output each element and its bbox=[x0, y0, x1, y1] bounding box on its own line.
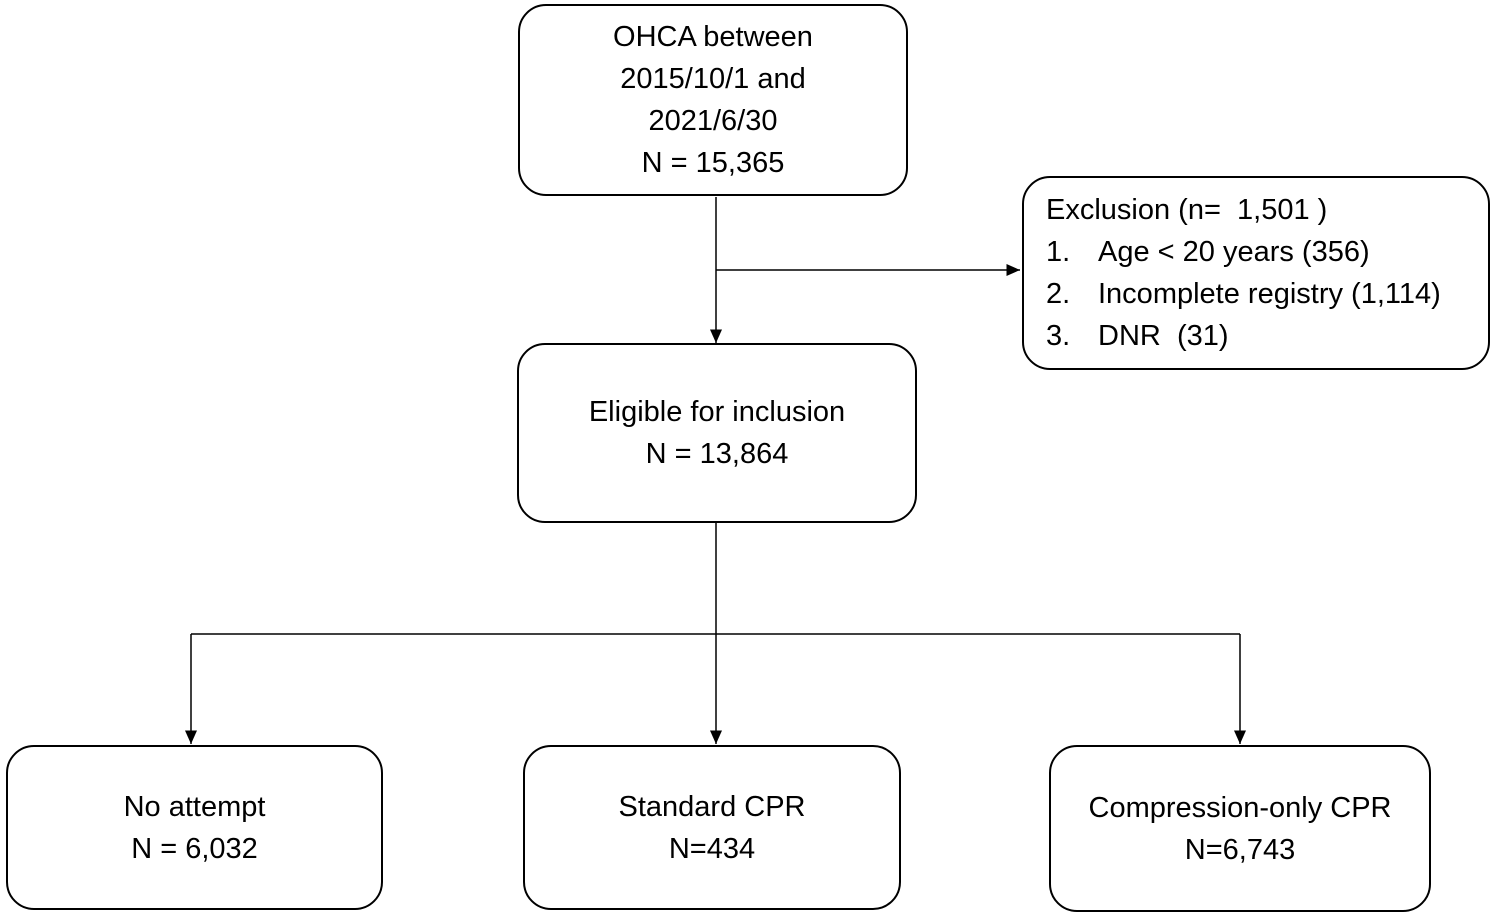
box-eligible-count: N = 13,864 bbox=[645, 438, 789, 470]
exclusion-item-number: 2. bbox=[1046, 278, 1071, 310]
box-standard-cpr-count: N=434 bbox=[668, 832, 756, 865]
box-eligible: Eligible for inclusion N = 13,864 bbox=[517, 343, 917, 523]
box-ohca-count: N = 15,365 bbox=[641, 147, 785, 179]
box-eligible-line: Eligible for inclusion bbox=[588, 396, 846, 428]
exclusion-item-text: DNR (31) bbox=[1098, 320, 1229, 352]
box-ohca-line: OHCA between bbox=[613, 21, 813, 53]
box-standard-cpr-line: Standard CPR bbox=[618, 790, 806, 823]
box-ohca-line: 2015/10/1 and bbox=[620, 63, 806, 95]
exclusion-item-text: Age < 20 years (356) bbox=[1098, 236, 1370, 268]
box-exclusion: Exclusion (n= 1,501 ) 1. Age < 20 years … bbox=[1022, 176, 1490, 370]
box-compression-only-cpr-count: N=6,743 bbox=[1184, 833, 1296, 866]
box-compression-only-cpr: Compression-only CPR N=6,743 bbox=[1049, 745, 1431, 912]
box-no-attempt: No attempt N = 6,032 bbox=[6, 745, 383, 910]
exclusion-item-number: 3. bbox=[1046, 320, 1071, 352]
box-no-attempt-count: N = 6,032 bbox=[131, 832, 258, 865]
box-ohca-line: 2021/6/30 bbox=[648, 105, 778, 137]
exclusion-item: 3. DNR (31) bbox=[1046, 315, 1229, 357]
exclusion-item-text: Incomplete registry (1,114) bbox=[1098, 278, 1441, 310]
exclusion-title: Exclusion (n= 1,501 ) bbox=[1046, 194, 1328, 226]
box-compression-only-cpr-line: Compression-only CPR bbox=[1088, 791, 1392, 824]
exclusion-item-number: 1. bbox=[1046, 236, 1071, 268]
box-no-attempt-line: No attempt bbox=[123, 790, 266, 823]
box-ohca: OHCA between 2015/10/1 and 2021/6/30 N =… bbox=[518, 4, 908, 196]
exclusion-item: 1. Age < 20 years (356) bbox=[1046, 231, 1370, 273]
exclusion-item: 2. Incomplete registry (1,114) bbox=[1046, 273, 1441, 315]
box-standard-cpr: Standard CPR N=434 bbox=[523, 745, 901, 910]
